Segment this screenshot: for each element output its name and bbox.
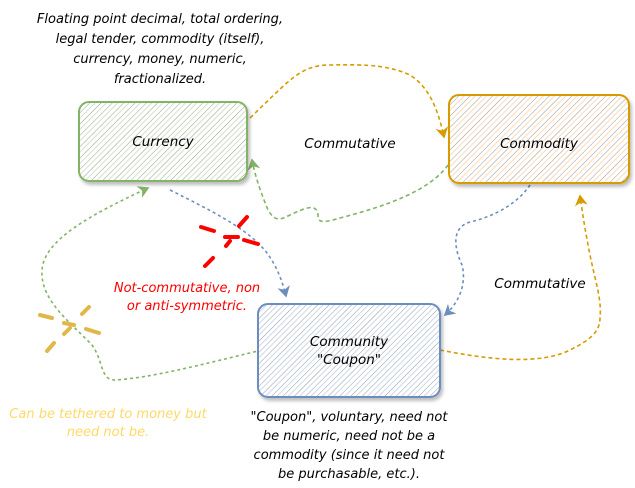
coupon-description: "Coupon", voluntary, need not be numeric… xyxy=(250,410,448,482)
node-currency[interactable] xyxy=(78,101,248,182)
not-commutative-label: Not-commutative, non or anti-symmetric. xyxy=(113,281,261,314)
edge-currency-to-community xyxy=(169,189,290,298)
node-commodity[interactable] xyxy=(448,94,630,184)
edge-community-to-currency xyxy=(41,186,263,381)
node-commodity-label: Commodity xyxy=(500,136,578,152)
commutative-label-top: Commutative xyxy=(304,136,396,152)
commutative-label-right: Commutative xyxy=(494,276,586,292)
edge-commodity-to-currency xyxy=(247,158,449,223)
node-community-label-line2: "Coupon" xyxy=(316,352,382,368)
edge-commodity-to-community xyxy=(443,184,531,317)
node-currency-label: Currency xyxy=(132,134,194,150)
edge-community-to-commodity xyxy=(439,194,602,361)
gold-cross-icon xyxy=(38,305,101,353)
tethered-label: Can be tethered to money but need not be… xyxy=(9,407,207,440)
red-cross-icon xyxy=(199,215,260,268)
edge-currency-to-commodity xyxy=(249,63,449,139)
node-community-label-line1: Community xyxy=(309,334,389,350)
currency-description: Floating point decimal, total ordering, … xyxy=(36,12,284,87)
node-community[interactable] xyxy=(257,303,441,398)
